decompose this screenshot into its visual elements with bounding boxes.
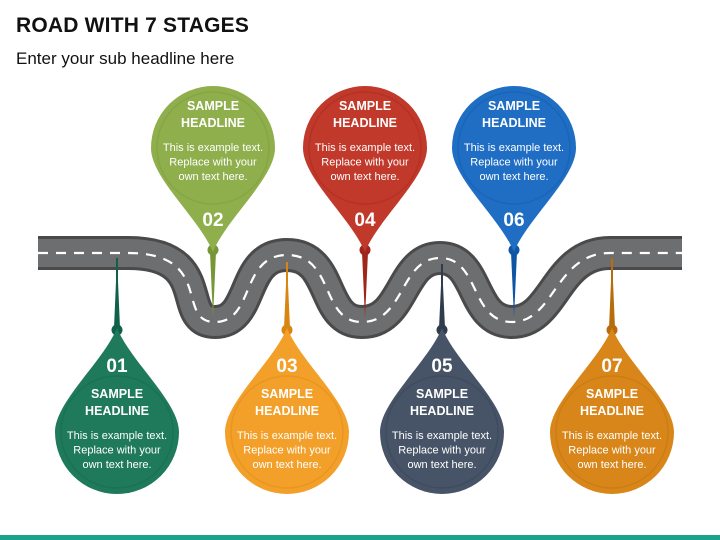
stage-number: 04 xyxy=(354,210,376,231)
connector-spike xyxy=(284,262,290,328)
footer-bar xyxy=(0,535,720,540)
stage-headline-line2: HEADLINE xyxy=(482,116,546,130)
stage-number: 03 xyxy=(276,356,297,377)
stage-body-line-2: Replace with your xyxy=(73,445,161,457)
stage-pin-06: 06 SAMPLE HEADLINE This is example text. Rep… xyxy=(452,86,576,318)
stage-body-line-1: This is example text. xyxy=(163,142,263,154)
stage-body-line-1: This is example text. xyxy=(315,142,415,154)
stage-body-line-3: own text here. xyxy=(330,171,399,183)
stage-body-line-3: own text here. xyxy=(407,459,476,471)
stage-number: 01 xyxy=(106,356,128,377)
stage-headline-line2: HEADLINE xyxy=(255,404,319,418)
stage-body-line-2: Replace with your xyxy=(321,157,409,169)
pin-shape xyxy=(550,328,674,494)
pin-ring xyxy=(156,91,270,205)
stage-headline-line1: SAMPLE xyxy=(586,387,638,401)
pin-shape xyxy=(380,328,504,494)
stage-headline-line1: SAMPLE xyxy=(91,387,143,401)
pin-shape xyxy=(151,86,275,252)
connector-spike xyxy=(439,264,445,328)
connector-spike xyxy=(210,252,216,318)
stage-body-line-2: Replace with your xyxy=(169,157,257,169)
pin-ring xyxy=(308,91,422,205)
pin-shape xyxy=(303,86,427,252)
stage-headline-line1: SAMPLE xyxy=(339,99,391,113)
stage-body-line-2: Replace with your xyxy=(568,445,656,457)
road-surface xyxy=(38,239,682,337)
stage-body-line-1: This is example text. xyxy=(67,430,167,442)
stage-body-line-1: This is example text. xyxy=(562,430,662,442)
pin-shape xyxy=(54,328,180,495)
connector-spike xyxy=(609,258,615,328)
stage-pin-02: 02 SAMPLE HEADLINE This is example text. Rep… xyxy=(151,86,275,318)
stage-headline-line2: HEADLINE xyxy=(333,116,397,130)
stage-body-line-2: Replace with your xyxy=(243,445,331,457)
stage-body-line-1: This is example text. xyxy=(392,430,492,442)
pin-ring xyxy=(555,375,669,489)
stage-headline-line1: SAMPLE xyxy=(261,387,313,401)
stage-number: 07 xyxy=(601,356,622,377)
pin-ring xyxy=(230,375,344,489)
connector-spike xyxy=(362,252,368,318)
stage-body-line-3: own text here. xyxy=(577,459,646,471)
stage-body-line-3: own text here. xyxy=(252,459,321,471)
connector-spike xyxy=(114,258,120,328)
road xyxy=(38,236,682,340)
stage-headline-line1: SAMPLE xyxy=(488,99,540,113)
stage-number: 06 xyxy=(503,210,524,231)
pin-ring xyxy=(385,375,499,489)
stage-headline-line1: SAMPLE xyxy=(187,99,239,113)
stage-body-line-1: This is example text. xyxy=(237,430,337,442)
stage-body-line-3: own text here. xyxy=(479,171,548,183)
stage-body-line-2: Replace with your xyxy=(398,445,486,457)
connector-spike xyxy=(511,252,517,318)
stage-number: 02 xyxy=(202,210,223,231)
stage-number: 05 xyxy=(431,356,453,377)
pin-ring xyxy=(60,375,174,489)
pin-shape xyxy=(225,328,349,494)
stage-headline-line1: SAMPLE xyxy=(416,387,468,401)
stage-body-line-1: This is example text. xyxy=(464,142,564,154)
pin-ring xyxy=(457,91,571,205)
page-subtitle: Enter your sub headline here xyxy=(16,49,235,68)
stage-headline-line2: HEADLINE xyxy=(410,404,474,418)
road-lane-marking xyxy=(38,251,682,324)
stage-headline-line2: HEADLINE xyxy=(580,404,644,418)
stage-headline-line2: HEADLINE xyxy=(85,404,149,418)
stage-body-line-3: own text here. xyxy=(178,171,247,183)
page-title: ROAD WITH 7 STAGES xyxy=(16,14,250,37)
stage-body-line-3: own text here. xyxy=(82,459,151,471)
stage-body-line-2: Replace with your xyxy=(470,157,558,169)
stage-headline-line2: HEADLINE xyxy=(181,116,245,130)
pin-shape xyxy=(452,86,576,252)
stage-pin-04: 04 SAMPLE HEADLINE This is example text. Rep… xyxy=(303,86,427,318)
